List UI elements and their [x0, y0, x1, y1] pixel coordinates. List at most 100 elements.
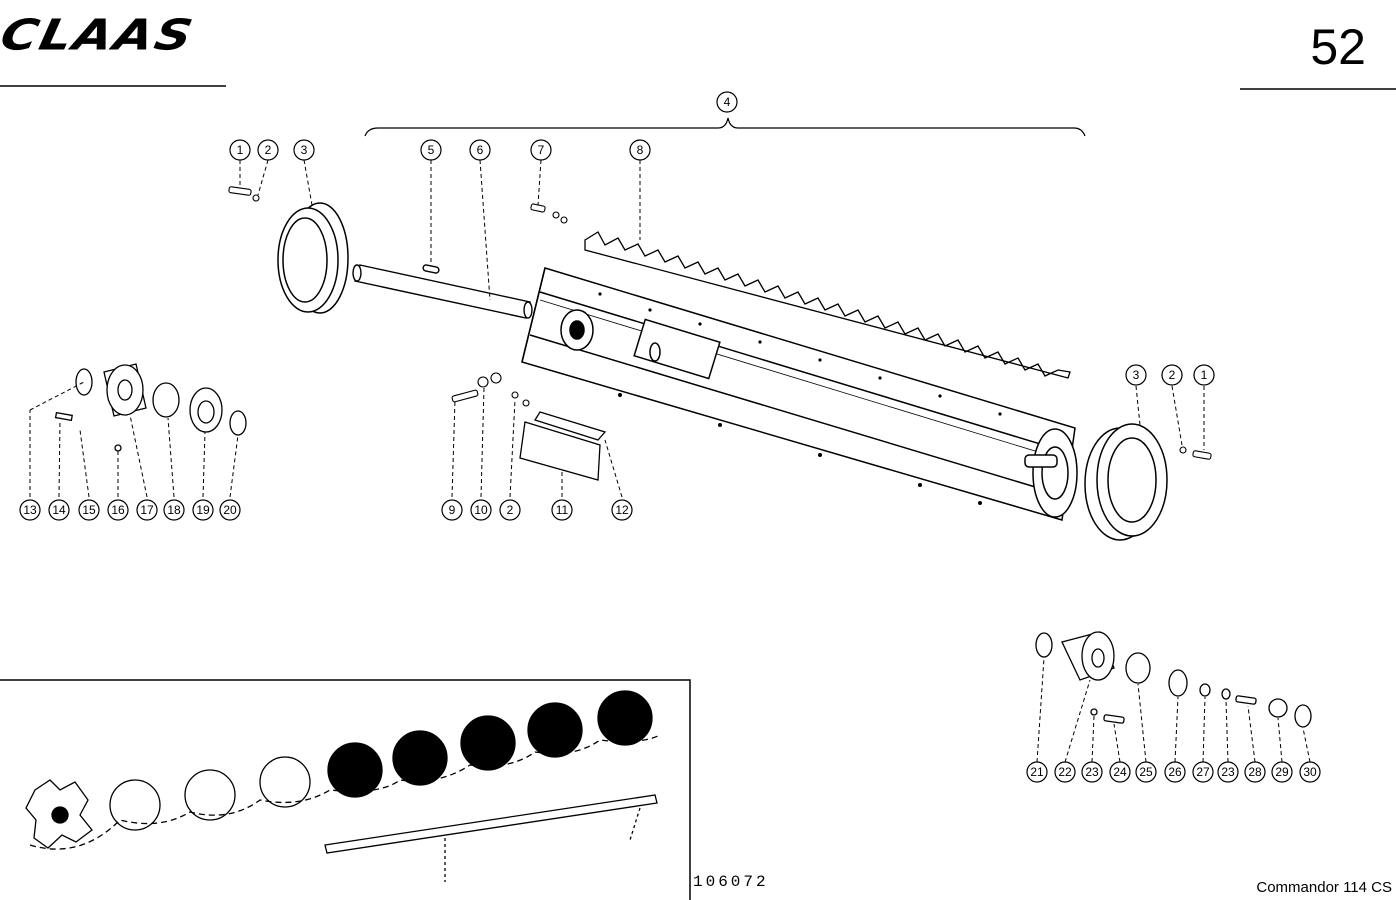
callout-label: 2 — [265, 143, 272, 157]
callout-circle — [530, 139, 552, 161]
callout-19: 20 — [219, 499, 241, 521]
callout-12: 13 — [19, 499, 41, 521]
callout-circle — [1109, 761, 1131, 783]
callout-label: 17 — [140, 503, 154, 517]
callout-label: 3 — [301, 143, 308, 157]
inset-sprockets — [25, 690, 661, 882]
callout-23: 11 — [551, 499, 573, 521]
callout-circle — [1026, 761, 1048, 783]
callout-circle — [136, 499, 158, 521]
callout-20: 9 — [441, 499, 463, 521]
callout-26: 22 — [1054, 761, 1076, 783]
callout-circle — [1161, 364, 1183, 386]
callout-label: 15 — [82, 503, 96, 517]
callout-label: 11 — [556, 503, 569, 517]
callout-label: 7 — [538, 143, 545, 157]
callout-circle — [1125, 364, 1147, 386]
cover-plate — [519, 411, 607, 481]
callout-16: 17 — [136, 499, 158, 521]
callout-circle — [107, 499, 129, 521]
callout-circle — [257, 139, 279, 161]
callout-30: 26 — [1164, 761, 1186, 783]
callout-label: 9 — [449, 503, 456, 517]
callout-label: 1 — [237, 143, 244, 157]
callout-29: 25 — [1135, 761, 1157, 783]
callout-circle — [1164, 761, 1186, 783]
callout-label: 18 — [167, 503, 181, 517]
callout-28: 24 — [1109, 761, 1131, 783]
callout-circle — [192, 499, 214, 521]
callout-label: 29 — [1275, 765, 1289, 779]
callout-1: 4 — [716, 91, 738, 113]
callout-label: 22 — [1058, 765, 1072, 779]
fasteners — [228, 186, 1212, 460]
callout-35: 30 — [1299, 761, 1321, 783]
callout-25: 21 — [1026, 761, 1048, 783]
callout-circle — [469, 139, 491, 161]
callout-31: 27 — [1192, 761, 1214, 783]
callout-33: 28 — [1244, 761, 1266, 783]
callout-32: 23 — [1217, 761, 1239, 783]
callout-circle — [293, 139, 315, 161]
machine-model: Commandor 114 CS — [1256, 879, 1392, 896]
callout-11: 1 — [1193, 364, 1215, 386]
callout-label: 5 — [428, 143, 435, 157]
callout-14: 15 — [78, 499, 100, 521]
leader-lines — [29, 159, 1311, 763]
callout-15: 16 — [107, 499, 129, 521]
callout-circle — [1193, 364, 1215, 386]
callout-label: 28 — [1248, 765, 1262, 779]
callout-4: 3 — [293, 139, 315, 161]
callout-21: 10 — [470, 499, 492, 521]
callout-label: 2 — [507, 503, 514, 517]
callout-7: 7 — [530, 139, 552, 161]
callout-label: 13 — [23, 503, 37, 517]
callout-label: 1 — [1201, 368, 1208, 382]
callout-circle — [163, 499, 185, 521]
rasp-bar — [584, 231, 1071, 379]
callout-label: 4 — [724, 95, 731, 109]
callout-circle — [1271, 761, 1293, 783]
callout-10: 2 — [1161, 364, 1183, 386]
callout-circle — [611, 499, 633, 521]
callout-circle — [1217, 761, 1239, 783]
callout-label: 27 — [1196, 765, 1210, 779]
callout-3: 2 — [257, 139, 279, 161]
callout-circle — [1081, 761, 1103, 783]
callout-circle — [420, 139, 442, 161]
callout-13: 14 — [48, 499, 70, 521]
callout-circle — [716, 91, 738, 113]
callout-9: 3 — [1125, 364, 1147, 386]
callout-8: 8 — [629, 139, 651, 161]
drawing-number: 106072 — [693, 873, 769, 891]
callout-circle — [551, 499, 573, 521]
drum-shaft — [352, 264, 533, 319]
page-number: 52 — [1310, 19, 1366, 75]
inset-frame — [0, 679, 691, 900]
callout-34: 29 — [1271, 761, 1293, 783]
callout-label: 3 — [1133, 368, 1140, 382]
left-bearing-group — [54, 363, 247, 452]
callout-label: 23 — [1221, 765, 1235, 779]
callout-18: 19 — [192, 499, 214, 521]
callout-circle — [48, 499, 70, 521]
callout-label: 12 — [615, 503, 629, 517]
callout-circle — [629, 139, 651, 161]
callout-label: 16 — [111, 503, 125, 517]
drum-bolt-holes — [598, 292, 1002, 505]
callout-circle — [1054, 761, 1076, 783]
callout-label: 21 — [1030, 765, 1044, 779]
callout-circle — [470, 499, 492, 521]
right-bearing-group — [1035, 631, 1312, 728]
callout-label: 20 — [223, 503, 237, 517]
callout-label: 25 — [1139, 765, 1153, 779]
callout-label: 30 — [1303, 765, 1317, 779]
callout-circle — [1192, 761, 1214, 783]
callout-5: 5 — [420, 139, 442, 161]
callout-label: 10 — [474, 503, 488, 517]
callout-circle — [1244, 761, 1266, 783]
callout-label: 19 — [196, 503, 210, 517]
retaining-ring-right — [1084, 423, 1168, 541]
